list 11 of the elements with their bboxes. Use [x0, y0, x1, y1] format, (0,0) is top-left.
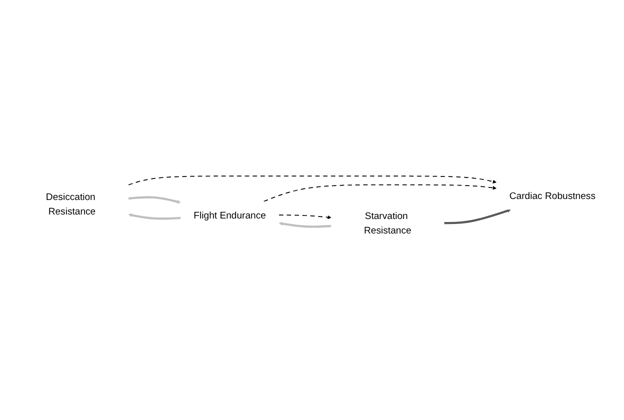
- arrow: [263, 184, 496, 202]
- arrow: [128, 196, 181, 204]
- node-text: Starvation Resistance: [364, 210, 412, 236]
- arrow: [278, 214, 332, 220]
- arrow: [128, 213, 181, 220]
- node-text: Cardiac Robustness: [509, 190, 596, 202]
- arrow: [128, 176, 496, 186]
- node-text: Desiccation Resistance: [46, 191, 96, 217]
- arrow: [444, 208, 512, 224]
- arrow: [278, 222, 332, 228]
- node-text: Flight Endurance: [194, 210, 266, 221]
